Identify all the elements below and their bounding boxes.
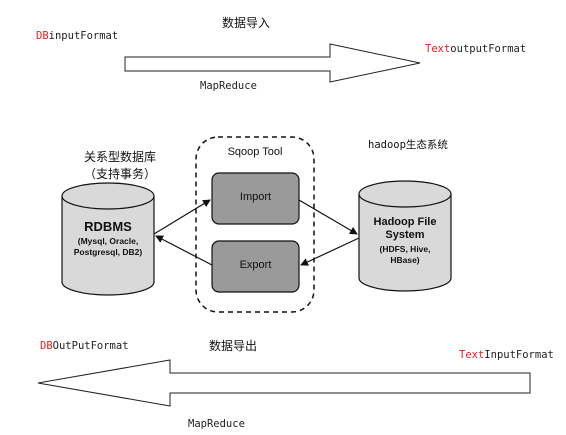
import-to-hadoop-arrow: [298, 199, 358, 235]
mapreduce-bottom-label: MapReduce: [188, 418, 245, 430]
hadoop-sub-line1: (HDFS, Hive,: [379, 244, 431, 254]
input-format-suffix-bottom: InputFormat: [484, 349, 554, 361]
import-box: [211, 172, 300, 225]
input-format-suffix: inputFormat: [48, 30, 119, 42]
export-heading: 数据导出: [209, 339, 258, 353]
text-prefix: Text: [425, 43, 451, 55]
rdbms-label: RDBMS (Mysql, Oracle, Postgresql, DB2): [62, 219, 154, 258]
rdbms-sub-line1: (Mysql, Oracle,: [77, 236, 139, 246]
hadoop-title-line1: Hadoop File: [373, 216, 437, 228]
import-heading: 数据导入: [222, 16, 271, 30]
hadoop-title-line2: System: [385, 229, 425, 241]
hadoop-label: Hadoop File System (HDFS, Hive, HBase): [359, 216, 451, 266]
rdbms-caption-line1: 关系型数据库: [83, 150, 156, 164]
db-input-format-label: DBinputFormat: [36, 30, 118, 42]
import-label: Import: [239, 191, 272, 203]
export-flow-arrow: [37, 359, 531, 407]
import-flow-arrow: [124, 43, 421, 83]
output-format-suffix-bottom: OutPutFormat: [52, 340, 129, 352]
output-format-suffix: outputFormat: [450, 43, 527, 55]
hadoop-sub-line2: HBase): [390, 255, 420, 265]
hadoop-caption: hadoop生态系统: [368, 139, 448, 151]
db-output-format-label: DBOutPutFormat: [40, 340, 129, 352]
export-to-rdbms-arrow: [155, 235, 213, 266]
rdbms-title: RDBMS: [84, 219, 132, 234]
rdbms-caption-line2: （支持事务）: [83, 167, 156, 181]
db-prefix: DB: [36, 30, 49, 42]
hadoop-cylinder: [358, 180, 452, 292]
sqoop-tool-label: Sqoop Tool: [227, 146, 283, 158]
text-prefix-bottom: Text: [459, 349, 485, 361]
export-box: [211, 240, 300, 293]
rdbms-caption: 关系型数据库 （支持事务）: [70, 148, 170, 182]
sqoop-tool-container: [195, 136, 315, 313]
rdbms-to-import-arrow: [153, 199, 211, 235]
rdbms-sub-line2: Postgresql, DB2): [73, 247, 143, 257]
db-prefix-bottom: DB: [40, 340, 53, 352]
text-input-format-label: TextInputFormat: [459, 349, 554, 361]
rdbms-cylinder: [61, 182, 155, 296]
hadoop-to-export-arrow: [300, 237, 360, 266]
export-label: Export: [239, 259, 272, 271]
mapreduce-top-label: MapReduce: [200, 80, 257, 92]
text-output-format-label: TextoutputFormat: [425, 43, 526, 55]
